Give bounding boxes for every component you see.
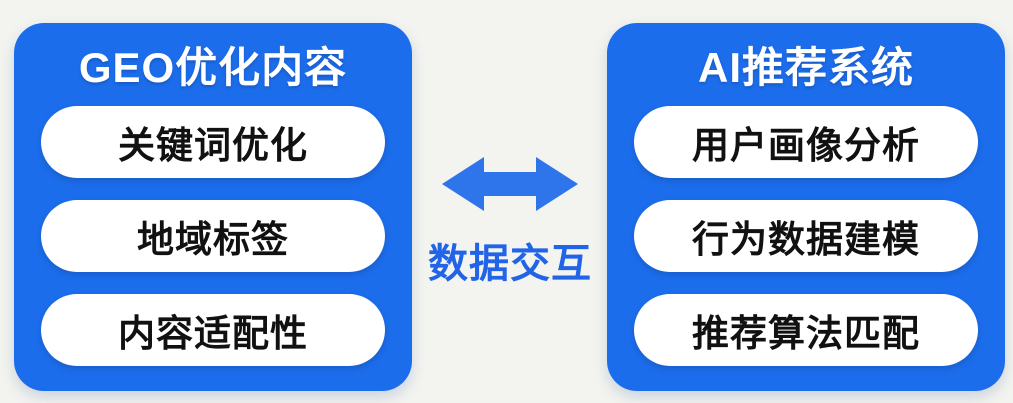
pill-content-adaptability-label: 内容适配性 (118, 313, 308, 354)
ai-recommendation-pill-stack: 用户画像分析 行为数据建模 推荐算法匹配 (634, 106, 978, 369)
ai-recommendation-box: AI推荐系统 用户画像分析 行为数据建模 推荐算法匹配 (607, 23, 1005, 391)
pill-behavior-data-modeling-label: 行为数据建模 (692, 219, 920, 260)
pill-region-tags: 地域标签 (41, 200, 385, 272)
connector-label: 数据交互 (428, 242, 592, 286)
pill-user-profile-analysis-label: 用户画像分析 (692, 125, 920, 166)
geo-content-pill-stack: 关键词优化 地域标签 内容适配性 (41, 106, 385, 369)
pill-keyword-optimization: 关键词优化 (41, 106, 385, 178)
pill-content-adaptability: 内容适配性 (41, 294, 385, 366)
pill-recommendation-algorithm-matching-label: 推荐算法匹配 (692, 313, 920, 354)
pill-keyword-optimization-label: 关键词优化 (118, 125, 308, 166)
geo-content-box-title: GEO优化内容 (78, 44, 348, 91)
connector: 数据交互 (413, 0, 607, 403)
pill-user-profile-analysis: 用户画像分析 (634, 106, 978, 178)
pill-behavior-data-modeling: 行为数据建模 (634, 200, 978, 272)
geo-content-box: GEO优化内容 关键词优化 地域标签 内容适配性 (14, 23, 412, 391)
double-arrow-icon (440, 152, 580, 216)
pill-region-tags-label: 地域标签 (137, 219, 289, 260)
ai-recommendation-box-title: AI推荐系统 (697, 44, 914, 91)
pill-recommendation-algorithm-matching: 推荐算法匹配 (634, 294, 978, 366)
